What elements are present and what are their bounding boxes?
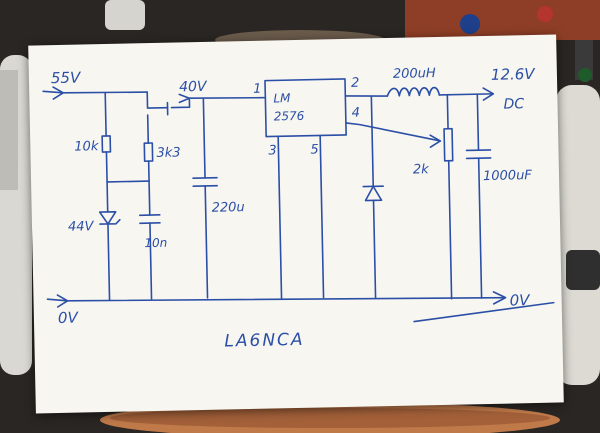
- potentiometer-label: 2k: [412, 162, 429, 178]
- red-capacitor: [537, 6, 553, 22]
- zener-wire: [106, 181, 109, 213]
- right-capacitor: [556, 85, 600, 385]
- ic-pin3-wire: [277, 135, 283, 300]
- ic-pin4-feedback: [345, 122, 442, 142]
- ic-name-line1: LM: [273, 91, 291, 106]
- resistor-10k-label: 10k: [74, 139, 99, 155]
- output-ground-label: 0V: [509, 291, 530, 310]
- inductor-label: 200uH: [392, 66, 436, 82]
- pot-bottom-wire: [447, 159, 453, 300]
- cap-1000u-ground: [477, 157, 483, 299]
- inductor-200uh: [386, 86, 441, 97]
- resistor-3k3: [143, 142, 154, 162]
- rail-arrow: [178, 93, 191, 104]
- ic-pin4-label: 4: [351, 105, 361, 121]
- resistor-3k3-label: 3k3: [156, 145, 181, 161]
- input-arrow-top: [42, 86, 65, 100]
- ic-lm2576: [264, 78, 347, 138]
- pot-top-wire: [446, 94, 449, 130]
- copper-toroid-shade: [110, 408, 550, 428]
- green-led: [578, 68, 592, 82]
- cap-220u-wire: [202, 98, 206, 179]
- ic-pin3-label: 3: [268, 143, 277, 159]
- ic-pin5-wire: [319, 134, 325, 299]
- ic-pin2-wire: [344, 95, 389, 97]
- ic-pin2-label: 2: [350, 75, 360, 91]
- resistor-10k: [101, 135, 112, 153]
- feedback-arrow: [429, 134, 442, 148]
- signature-label: LA6NCA: [224, 329, 305, 352]
- schematic-drawing: [42, 78, 555, 323]
- ic-pin1-label: 1: [253, 81, 262, 97]
- cap-1000u-label: 1000uF: [482, 168, 533, 185]
- top-knob: [105, 0, 145, 30]
- output-voltage-label: 12.6V: [490, 64, 535, 84]
- input-voltage-label: 55V: [50, 68, 81, 88]
- output-arrow: [482, 87, 495, 101]
- rail-after-mosfet: [170, 96, 263, 109]
- capacitor-1000u: [465, 149, 492, 160]
- diode-wire-top: [370, 95, 375, 188]
- blue-capacitor: [460, 14, 480, 34]
- ic-pin5-label: 5: [310, 142, 319, 158]
- cap-10n-label: 10n: [144, 235, 168, 251]
- potentiometer-2k: [443, 127, 454, 162]
- zener-label: 44V: [67, 219, 94, 235]
- left-branch-mid: [105, 151, 150, 183]
- zener-44v: [98, 210, 121, 225]
- input-ground-label: 0V: [57, 308, 78, 328]
- mid-branch-wire: [147, 160, 151, 216]
- right-label-window: [566, 250, 600, 290]
- zener-to-ground: [107, 223, 111, 301]
- cap-1000u-wire: [476, 93, 480, 151]
- cap-10n-ground: [149, 222, 153, 300]
- circuit-board: [405, 0, 600, 40]
- rail-voltage-label: 40V: [178, 78, 207, 96]
- input-arrow-bottom: [46, 294, 69, 308]
- ic-name-line2: 2576: [273, 108, 305, 124]
- left-capacitor-shade: [0, 70, 18, 190]
- ground-rail: [66, 296, 505, 302]
- capacitor-220u: [192, 176, 218, 187]
- schottky-diode: [362, 185, 385, 202]
- schematic-paper: 55V 0V 40V LM 2576 1 2 3 4 5 200uH 12.6V…: [28, 34, 564, 414]
- ground-arrow: [492, 291, 507, 305]
- mid-branch-top: [146, 114, 150, 144]
- left-branch-top: [104, 92, 107, 137]
- cap-220u-label: 220u: [211, 200, 245, 216]
- output-type-label: DC: [503, 96, 525, 113]
- mosfet-drain: [146, 91, 169, 109]
- ground-underline: [413, 301, 555, 323]
- diode-to-ground: [372, 199, 377, 300]
- capacitor-10n: [138, 214, 161, 225]
- cap-220u-ground: [204, 185, 209, 299]
